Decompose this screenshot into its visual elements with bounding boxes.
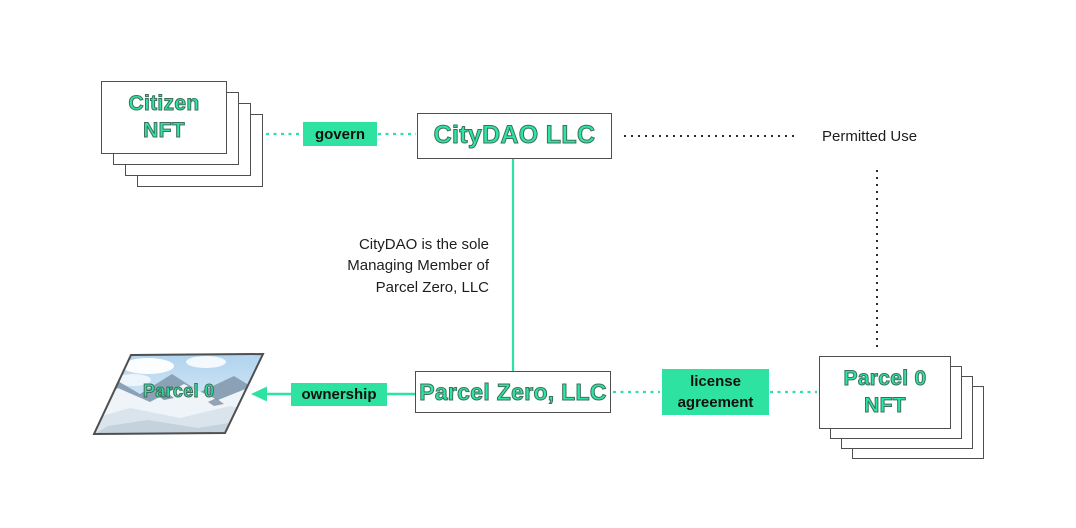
ownership-label: ownership bbox=[291, 383, 387, 406]
permitted-use-label: Permitted Use bbox=[822, 128, 918, 145]
license-agreement-label: license agreement bbox=[662, 369, 769, 415]
managing-member-note: CityDAO is the sole Managing Member of P… bbox=[347, 236, 489, 296]
license-agreement-label-text: license agreement bbox=[677, 373, 754, 411]
citydao-llc-box: CityDAO LLC bbox=[417, 113, 612, 159]
parcel0-image-label: Parcel 0 bbox=[142, 381, 215, 402]
citizen-nft-label: Citizen NFT bbox=[128, 92, 200, 142]
photo-rock bbox=[208, 398, 224, 406]
parcel0-photo bbox=[92, 352, 265, 436]
parcel0-nft-label: Parcel 0 NFT bbox=[843, 367, 927, 417]
ownership-arrowhead bbox=[251, 386, 267, 402]
citydao-llc-label: CityDAO LLC bbox=[433, 121, 596, 150]
parcel0-land-image: Parcel 0 bbox=[88, 350, 270, 443]
govern-label-text: govern bbox=[314, 125, 365, 143]
citizen-nft-card: Citizen NFT bbox=[101, 81, 227, 154]
parcel0-nft-card: Parcel 0 NFT bbox=[819, 356, 951, 429]
ownership-label-text: ownership bbox=[301, 386, 377, 403]
photo-rock bbox=[158, 392, 174, 400]
parcel-zero-llc-label: Parcel Zero, LLC bbox=[419, 378, 607, 405]
govern-label: govern bbox=[303, 122, 377, 146]
parcel-zero-llc-box: Parcel Zero, LLC bbox=[415, 371, 611, 413]
photo-cloud bbox=[122, 358, 174, 374]
photo-cloud bbox=[186, 356, 226, 368]
photo-cloud bbox=[115, 374, 151, 386]
photo-border bbox=[92, 352, 265, 436]
